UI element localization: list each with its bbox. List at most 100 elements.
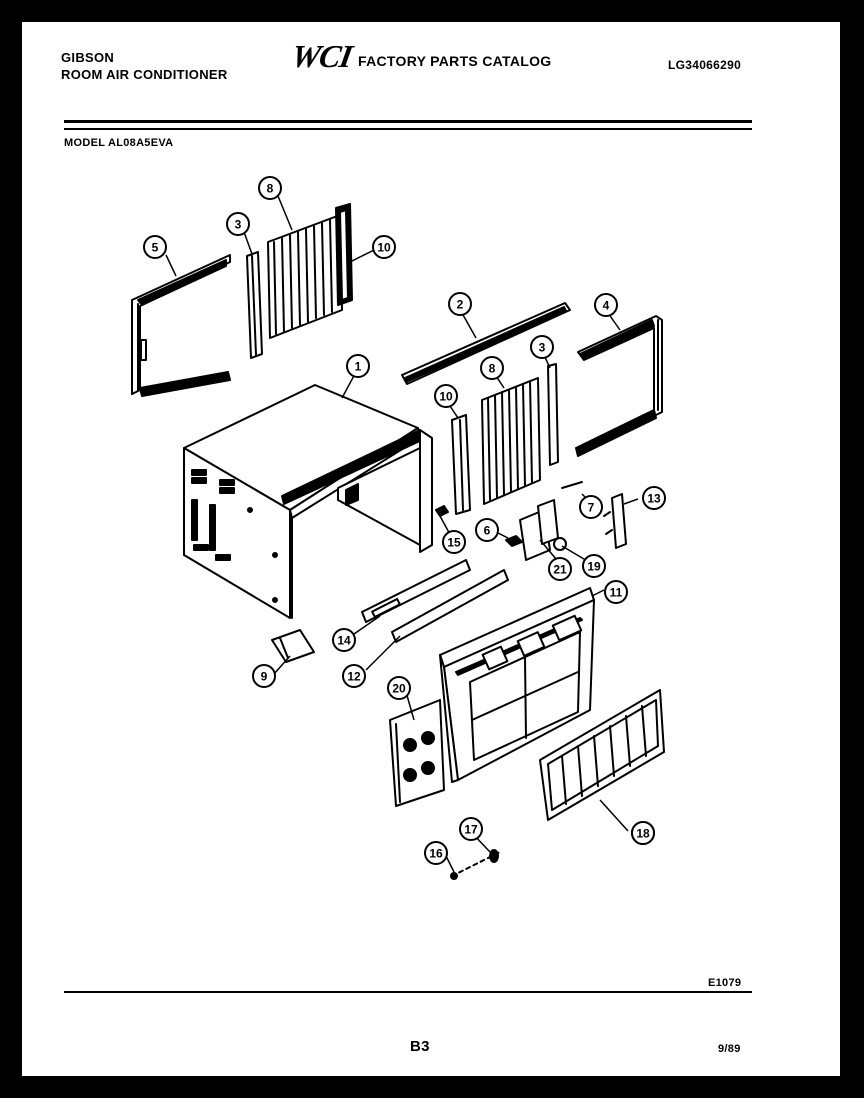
washer	[489, 849, 499, 863]
callout-circle	[582, 554, 606, 578]
screw-small	[450, 872, 458, 880]
callout-number: 3	[539, 341, 546, 355]
brand-name: GIBSON	[61, 50, 115, 65]
model-number: MODEL AL08A5EVA	[64, 137, 174, 149]
callout-number: 20	[392, 682, 406, 696]
callout-7: 7	[579, 495, 603, 519]
side-frame-right	[575, 315, 663, 457]
front-panel	[539, 689, 665, 821]
callout-number: 19	[587, 560, 601, 574]
callout-number: 8	[489, 362, 496, 376]
callout-number: 13	[647, 492, 661, 506]
cabinet	[183, 384, 433, 619]
callout-number: 12	[347, 670, 361, 684]
catalog-sheet	[22, 22, 840, 1076]
callout-circle	[434, 384, 458, 408]
bracket-part	[603, 493, 627, 549]
page-number: B3	[410, 1038, 430, 1055]
grille-left	[267, 214, 343, 339]
callout-circle	[480, 356, 504, 380]
callout-10: 10	[372, 235, 396, 259]
callout-16: 16	[424, 841, 448, 865]
callout-10: 10	[434, 384, 458, 408]
callout-3: 3	[530, 335, 554, 359]
catalog-number: LG34066290	[668, 58, 742, 72]
callout-12: 12	[342, 664, 366, 688]
catalog-title: FACTORY PARTS CATALOG	[358, 53, 552, 69]
filter-strip-lower	[391, 569, 509, 643]
header-rule-bottom	[64, 128, 752, 130]
callout-11: 11	[604, 580, 628, 604]
grille-right	[481, 377, 541, 505]
callout-6: 6	[475, 518, 499, 542]
callout-circle	[642, 486, 666, 510]
callout-2: 2	[448, 292, 472, 316]
callout-circle	[442, 530, 466, 554]
callout-circle	[448, 292, 472, 316]
callout-circle	[252, 664, 276, 688]
angle-strip-right	[547, 363, 559, 466]
callout-8: 8	[480, 356, 504, 380]
callout-circle	[346, 354, 370, 378]
callout-8: 8	[258, 176, 282, 200]
callout-circle	[579, 495, 603, 519]
callout-5: 5	[143, 235, 167, 259]
callout-number: 18	[636, 827, 650, 841]
callout-9: 9	[252, 664, 276, 688]
callout-circle	[387, 676, 411, 700]
control-panel	[389, 699, 445, 807]
callout-number: 10	[439, 390, 453, 404]
callout-circle	[594, 293, 618, 317]
callout-circle	[332, 628, 356, 652]
callout-number: 5	[152, 241, 159, 255]
callout-1: 1	[346, 354, 370, 378]
callout-number: 14	[337, 634, 351, 648]
callout-circle	[226, 212, 250, 236]
callout-number: 4	[603, 299, 610, 313]
screw-part	[435, 505, 449, 517]
pin-part	[561, 481, 583, 489]
callout-number: 2	[457, 298, 464, 312]
callout-number: 11	[610, 586, 623, 600]
callout-21: 21	[548, 557, 572, 581]
callout-circle	[631, 821, 655, 845]
callout-circle	[604, 580, 628, 604]
front-grille-frame	[439, 587, 595, 783]
callout-circle	[548, 557, 572, 581]
support-bracket	[271, 629, 315, 663]
callout-number: 15	[447, 536, 461, 550]
callout-4: 4	[594, 293, 618, 317]
header-rule-top	[64, 120, 752, 123]
drawing-code: E1079	[708, 977, 742, 989]
callout-circle	[258, 176, 282, 200]
callout-circle	[372, 235, 396, 259]
callout-number: 21	[553, 563, 567, 577]
callout-3: 3	[226, 212, 250, 236]
callout-19: 19	[582, 554, 606, 578]
callout-circle	[424, 841, 448, 865]
callout-circle	[475, 518, 499, 542]
callout-circle	[459, 817, 483, 841]
callout-number: 16	[429, 847, 443, 861]
callout-circle	[530, 335, 554, 359]
footer-rule	[64, 991, 752, 993]
callout-number: 8	[267, 182, 274, 196]
callout-number: 7	[588, 501, 595, 515]
product-name: ROOM AIR CONDITIONER	[61, 67, 228, 82]
clip-part	[505, 535, 523, 547]
callout-number: 3	[235, 218, 242, 232]
callout-13: 13	[642, 486, 666, 510]
callout-circle	[342, 664, 366, 688]
callout-number: 1	[355, 360, 362, 374]
callout-15: 15	[442, 530, 466, 554]
callout-17: 17	[459, 817, 483, 841]
callout-20: 20	[387, 676, 411, 700]
callout-number: 10	[377, 241, 391, 255]
callout-circle	[143, 235, 167, 259]
callout-14: 14	[332, 628, 356, 652]
callout-18: 18	[631, 821, 655, 845]
callout-number: 9	[261, 670, 268, 684]
side-frame-left	[131, 254, 231, 397]
callout-number: 17	[464, 823, 478, 837]
